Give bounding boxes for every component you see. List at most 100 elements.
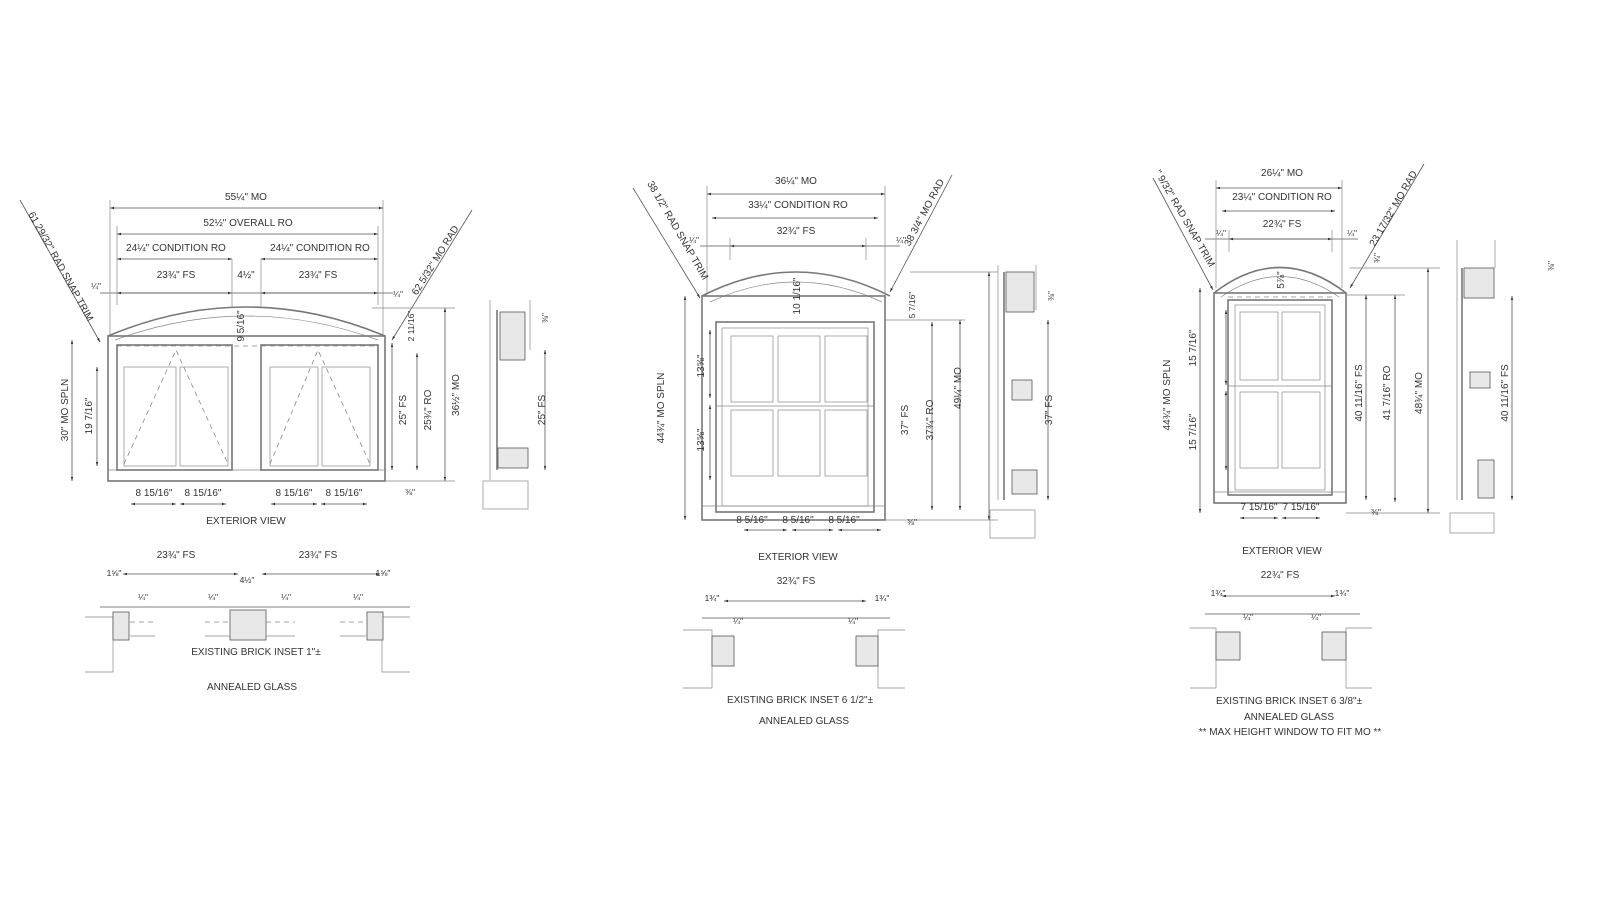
plan-section <box>1190 594 1372 689</box>
fs-width-left: 23¾" FS <box>157 270 196 281</box>
pane-width: 8 15/16" <box>276 488 313 499</box>
offset-left: ¼" <box>91 281 101 291</box>
head-gap: 5 7/16" <box>907 292 917 319</box>
plan-offset: ¼" <box>138 592 148 602</box>
section-detail <box>1449 240 1514 534</box>
offset-left: ¼" <box>689 235 699 245</box>
section-detail <box>482 300 547 510</box>
condition-ro-right: 24¼" CONDITION RO <box>270 242 370 254</box>
plan-offset: ¼" <box>281 592 291 602</box>
section-top-gap: ⅜" <box>1046 291 1056 301</box>
mo-height: 48¾" MO <box>1414 372 1425 414</box>
pane-width: 8 15/16" <box>185 488 222 499</box>
section-top-gap: ⅜" <box>540 313 550 323</box>
window-elevation <box>107 306 386 482</box>
plan-fs: 22¾" FS <box>1261 570 1300 581</box>
note-max-height: ** MAX HEIGHT WINDOW TO FIT MO ** <box>1199 727 1382 738</box>
section-fs-height: 37" FS <box>1044 395 1055 426</box>
arch-rise: 5⅞" <box>1276 271 1287 289</box>
fs-height: 25" FS <box>398 395 409 426</box>
labels: 55¼" MO 52½" OVERALL RO 24¼" CONDITION R… <box>26 191 550 693</box>
note-glass: ANNEALED GLASS <box>1244 712 1334 723</box>
offset-right: ¼" <box>393 289 403 299</box>
mullion-width: 4½" <box>237 270 255 281</box>
plan-section <box>683 599 905 689</box>
section-fs-height: 25" FS <box>537 395 548 426</box>
dimension-lines <box>632 174 998 532</box>
ro-height: 25¾" RO <box>423 389 434 430</box>
plan-offset: ¼" <box>848 616 858 626</box>
window-elevation <box>701 271 891 521</box>
mo-height: 36½" MO <box>451 374 462 416</box>
plan-jamb-left: 1⅝" <box>107 568 122 578</box>
mo-width: 36¼" MO <box>775 175 817 187</box>
sill-gap: ⅜" <box>1371 507 1381 517</box>
section-top-gap: ⅜" <box>1546 261 1556 271</box>
dimension-lines <box>19 199 473 506</box>
head-gap: 2 11/16" <box>406 311 416 342</box>
fs-width: 22¾" FS <box>1263 219 1302 230</box>
view-label: EXTERIOR VIEW <box>206 516 286 527</box>
note-glass: ANNEALED GLASS <box>759 716 849 727</box>
plan-section <box>85 572 410 673</box>
plan-jamb-right: 1¾" <box>1335 588 1350 598</box>
plan-mullion: 4½" <box>240 575 255 585</box>
plan-offset: ¼" <box>1243 612 1253 622</box>
offset-left: ¼" <box>1216 228 1226 238</box>
condition-ro-left: 24¼" CONDITION RO <box>126 242 226 254</box>
plan-jamb-right: 1⅝" <box>376 568 391 578</box>
pane-width: 8 5/16" <box>736 515 768 526</box>
mo-radius: 23 17/32" MO RAD <box>1368 169 1420 248</box>
note-brick-inset: EXISTING BRICK INSET 6 1/2"± <box>727 695 874 706</box>
view-label: EXTERIOR VIEW <box>1242 546 1322 557</box>
dimension-lines <box>1152 163 1440 520</box>
mo-spln-height: 30" MO SPLN <box>60 379 71 441</box>
offset-right: ¼" <box>1347 228 1357 238</box>
snap-trim-radius: 38 1/2" RAD SNAP TRIM <box>644 179 710 282</box>
plan-offset: ¼" <box>1311 612 1321 622</box>
plan-fs-right: 23¾" FS <box>299 550 338 561</box>
ro-height: 41 7/16" RO <box>1382 365 1393 420</box>
ro-height: 37¾" RO <box>925 399 936 440</box>
plan-fs: 32¾" FS <box>777 576 816 587</box>
plan-offset: ¼" <box>353 592 363 602</box>
pane-height: 13⅝" <box>696 354 707 377</box>
pane-width: 8 5/16" <box>782 515 814 526</box>
arch-rise: 9 5/16" <box>236 310 247 342</box>
plan-fs-left: 23¾" FS <box>157 550 196 561</box>
arch-rise: 10 1/16" <box>792 277 803 314</box>
pane-height: 19 7/16" <box>84 397 95 434</box>
mo-width: 55¼" MO <box>225 191 267 203</box>
view-label: EXTERIOR VIEW <box>758 552 838 563</box>
offset-right: ¼" <box>896 235 906 245</box>
plan-jamb-left: 1¾" <box>1211 588 1226 598</box>
mo-spln-height: 44¾" MO SPLN <box>1162 360 1173 431</box>
mo-spln-height: 44¾" MO SPLN <box>656 373 667 444</box>
pane-width: 8 15/16" <box>136 488 173 499</box>
panel-three-over-three: 36¼" MO 33¼" CONDITION RO 32¾" FS ¼" ¼" … <box>632 174 1056 727</box>
sill-gap: ⅜" <box>907 517 917 527</box>
fs-height: 40 11/16" FS <box>1354 364 1365 422</box>
condition-ro-width: 33¼" CONDITION RO <box>748 199 848 211</box>
fs-width-right: 23¾" FS <box>299 270 338 281</box>
pane-width: 8 15/16" <box>326 488 363 499</box>
mo-height: 49¼" MO <box>952 367 964 409</box>
note-brick-inset: EXISTING BRICK INSET 1"± <box>191 647 321 658</box>
fs-height: 37" FS <box>900 405 911 436</box>
sill-gap: ⅜" <box>405 487 415 497</box>
panel-twin-casement: 55¼" MO 52½" OVERALL RO 24¼" CONDITION R… <box>19 191 550 693</box>
mo-radius: 62 5/32" MO RAD <box>410 224 462 297</box>
plan-offset: ¼" <box>208 592 218 602</box>
mo-radius: 38 3/4" MO RAD <box>903 178 948 249</box>
head-gap: ¾" <box>1372 253 1382 263</box>
pane-width: 7 15/16" <box>1241 502 1278 513</box>
section-fs-height: 40 11/16" FS <box>1500 364 1511 422</box>
mo-width: 26¼" MO <box>1261 167 1303 179</box>
pane-width: 7 15/16" <box>1283 502 1320 513</box>
pane-height: 15 7/16" <box>1188 329 1199 366</box>
condition-ro-width: 23¼" CONDITION RO <box>1232 191 1332 203</box>
snap-trim-radius: " 9/32" RAD SNAP TRIM <box>1152 168 1217 269</box>
section-detail <box>989 265 1050 539</box>
